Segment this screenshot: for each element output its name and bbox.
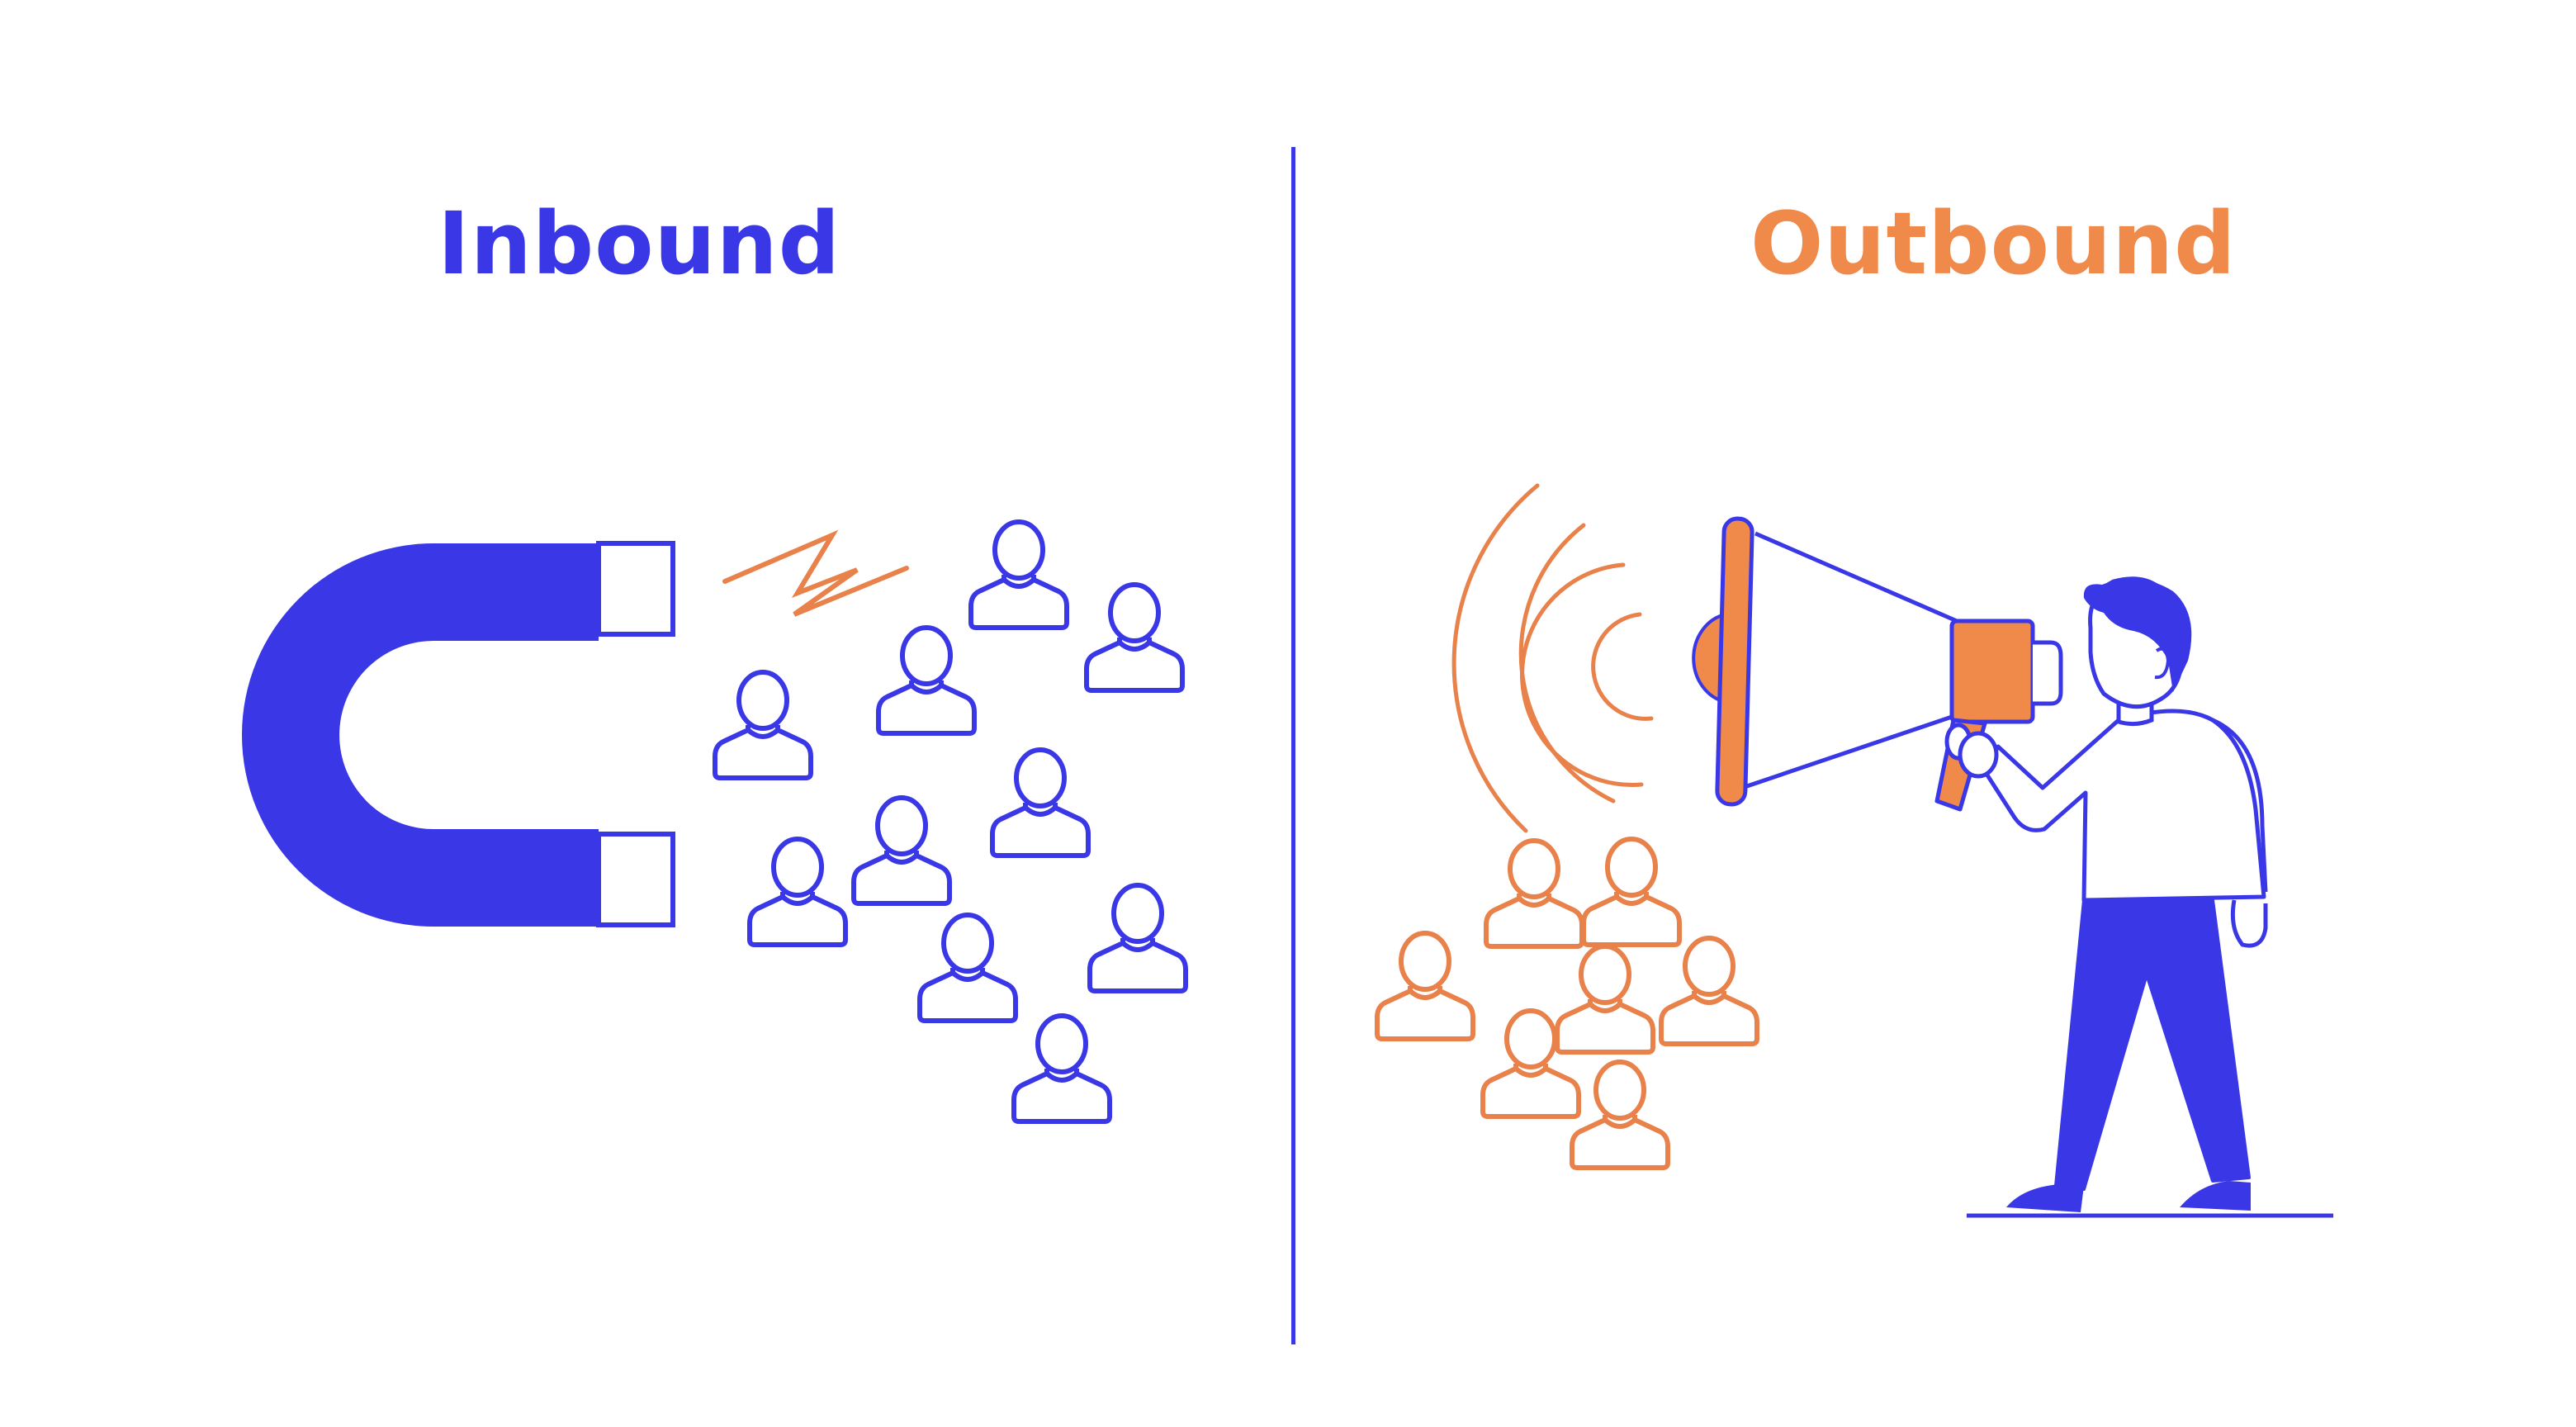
magnet-icon [242, 541, 675, 927]
person-icon [1486, 841, 1582, 946]
person-icon [1377, 933, 1473, 1039]
inbound-title: Inbound [438, 193, 841, 294]
inbound-crowd [715, 522, 1186, 1121]
person-icon [1090, 885, 1186, 991]
person-icon [854, 798, 949, 903]
outbound-crowd [1377, 839, 1757, 1168]
sound-wave-icon [1451, 483, 1654, 833]
center-divider [1291, 147, 1295, 1344]
outbound-title: Outbound [1750, 193, 2237, 294]
person-icon [878, 628, 974, 733]
person-icon [992, 750, 1088, 856]
person-icon [715, 672, 811, 778]
speaker-figure [1958, 576, 2333, 1218]
person-icon [1584, 839, 1679, 945]
spark-icon [722, 529, 909, 617]
person-icon [920, 915, 1016, 1021]
person-icon [1483, 1011, 1579, 1116]
person-icon [1557, 946, 1653, 1052]
person-icon [1661, 938, 1757, 1044]
person-icon [971, 522, 1067, 628]
person-icon [1572, 1062, 1668, 1168]
person-icon [1014, 1016, 1110, 1121]
person-icon [750, 839, 845, 945]
megaphone-icon [1692, 516, 2063, 812]
person-icon [1087, 585, 1182, 690]
